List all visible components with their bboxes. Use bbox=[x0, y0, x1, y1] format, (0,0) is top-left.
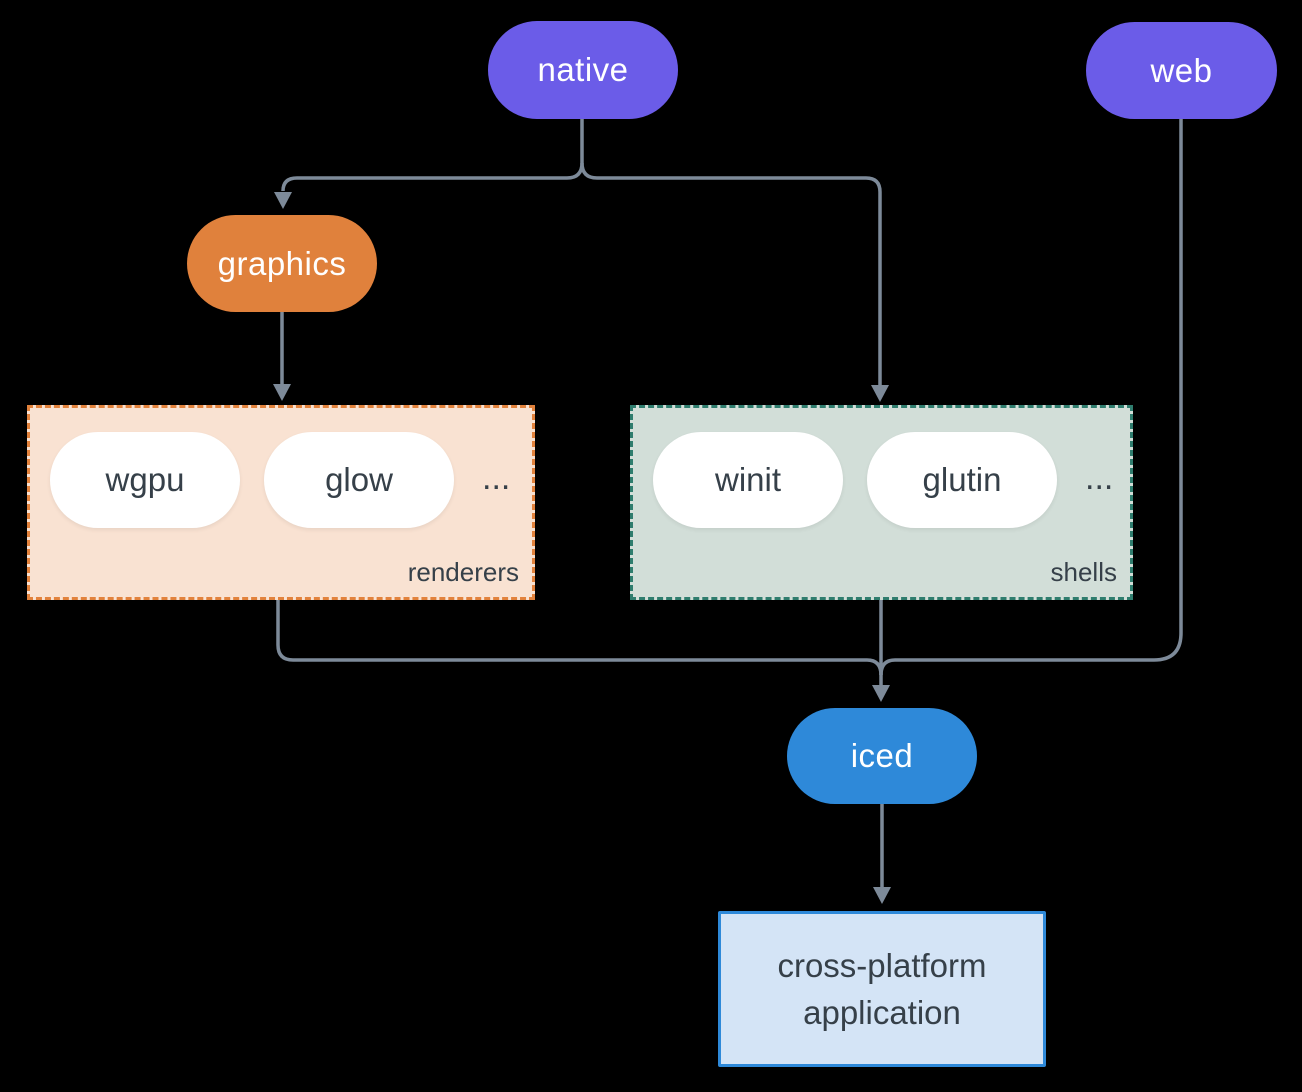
app-label-line1: cross-platform bbox=[777, 947, 987, 984]
arrowhead-iced bbox=[872, 685, 890, 702]
edge-native-shells bbox=[580, 162, 882, 386]
pill-glutin-label: glutin bbox=[922, 461, 1002, 498]
node-graphics-label: graphics bbox=[217, 244, 347, 282]
pill-wgpu: wgpu bbox=[50, 432, 240, 528]
node-native: native bbox=[488, 21, 678, 119]
pill-glow: glow bbox=[264, 432, 454, 528]
shells-group-label: shells bbox=[1050, 557, 1117, 587]
arrowhead-graphics bbox=[274, 192, 292, 209]
node-web: web bbox=[1086, 22, 1277, 119]
app-box: cross-platform application bbox=[718, 911, 1046, 1067]
pill-glutin: glutin bbox=[867, 432, 1057, 528]
pill-winit-label: winit bbox=[714, 461, 782, 498]
node-graphics: graphics bbox=[187, 215, 377, 312]
group-renderers: wgpu glow ... renderers bbox=[27, 405, 535, 600]
arrowhead-renderers bbox=[273, 384, 291, 401]
edge-renderers-iced bbox=[276, 599, 883, 676]
pill-glow-label: glow bbox=[325, 461, 393, 498]
pill-winit: winit bbox=[653, 432, 843, 528]
renderers-group-label: renderers bbox=[407, 557, 519, 587]
app-label-line2: application bbox=[803, 994, 961, 1031]
node-web-label: web bbox=[1150, 51, 1213, 89]
node-iced-label: iced bbox=[850, 737, 914, 774]
arrowhead-app bbox=[873, 887, 891, 904]
group-shells: winit glutin ... shells bbox=[630, 405, 1133, 600]
pill-wgpu-label: wgpu bbox=[105, 461, 185, 498]
node-native-label: native bbox=[537, 51, 629, 88]
node-iced: iced bbox=[787, 708, 977, 804]
renderers-ellipsis: ... bbox=[482, 459, 511, 497]
edge-native-graphics bbox=[281, 119, 584, 192]
arrowhead-shells bbox=[871, 385, 889, 402]
shells-ellipsis: ... bbox=[1085, 459, 1114, 497]
